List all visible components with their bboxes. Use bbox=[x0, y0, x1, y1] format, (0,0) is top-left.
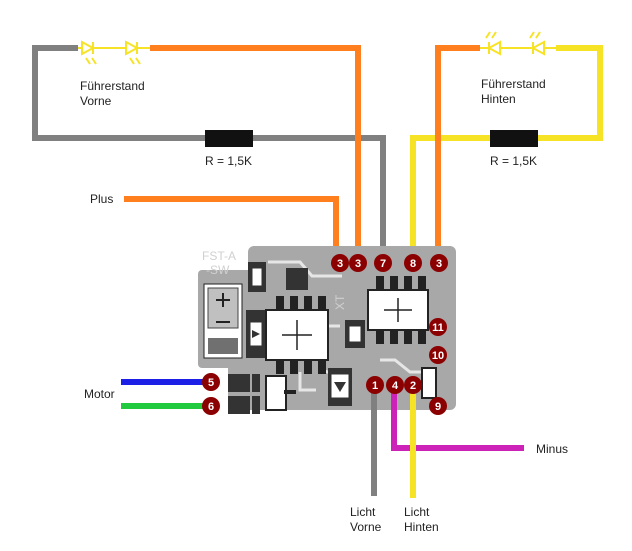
svg-text:11: 11 bbox=[432, 322, 444, 334]
resistor-rear bbox=[490, 130, 538, 147]
svg-text:8: 8 bbox=[410, 258, 416, 270]
board-xt-text: XT bbox=[333, 294, 347, 310]
pin-top-5: 3 bbox=[430, 254, 448, 272]
pin-right-2: 10 bbox=[429, 346, 447, 364]
svg-text:1: 1 bbox=[372, 380, 378, 392]
label-rear-cab-2: Hinten bbox=[481, 92, 516, 106]
label-front-cab-1: Führerstand bbox=[80, 79, 145, 93]
label-resistor-front: R = 1,5K bbox=[205, 154, 252, 168]
label-rear-cab-1: Führerstand bbox=[481, 77, 546, 91]
wire-plus bbox=[124, 196, 339, 262]
pin-top-1: 3 bbox=[331, 254, 349, 272]
label-light-front-1: Licht bbox=[350, 505, 376, 519]
wire-minus bbox=[391, 384, 524, 451]
label-front-cab-2: Vorne bbox=[80, 94, 112, 108]
svg-text:3: 3 bbox=[436, 258, 442, 270]
svg-text:7: 7 bbox=[380, 258, 386, 270]
board-name-1: FST-A bbox=[202, 249, 236, 263]
label-light-rear-2: Hinten bbox=[404, 520, 439, 534]
svg-text:4: 4 bbox=[392, 380, 399, 392]
wire-rear-orange bbox=[435, 45, 480, 262]
svg-text:3: 3 bbox=[355, 258, 361, 270]
pin-motor-1: 5 bbox=[202, 373, 220, 391]
label-minus: Minus bbox=[536, 442, 568, 456]
label-light-front-2: Vorne bbox=[350, 520, 382, 534]
led-icon bbox=[485, 31, 501, 56]
pin-motor-2: 6 bbox=[202, 397, 220, 415]
pin-bottom-1: 1 bbox=[366, 376, 384, 394]
resistor-front bbox=[205, 130, 253, 147]
pin-right-1: 11 bbox=[429, 318, 447, 336]
svg-text:2: 2 bbox=[410, 380, 416, 392]
led-icon bbox=[81, 40, 97, 65]
label-plus: Plus bbox=[90, 192, 113, 206]
svg-text:6: 6 bbox=[208, 401, 214, 413]
decoder-board: XT bbox=[198, 246, 456, 414]
svg-text:5: 5 bbox=[208, 377, 214, 389]
pin-top-4: 8 bbox=[404, 254, 422, 272]
pin-right-3: 9 bbox=[429, 397, 447, 415]
pin-bottom-3: 2 bbox=[404, 376, 422, 394]
label-resistor-rear: R = 1,5K bbox=[490, 154, 537, 168]
svg-text:9: 9 bbox=[435, 401, 441, 413]
led-icon bbox=[529, 31, 545, 56]
wire-front-orange bbox=[150, 45, 361, 262]
wire-rear-yellow-loop bbox=[410, 45, 603, 262]
wire-front-grey-loop bbox=[32, 45, 386, 262]
board-name-2: -SW bbox=[206, 263, 230, 277]
pin-top-3: 7 bbox=[374, 254, 392, 272]
svg-text:3: 3 bbox=[337, 258, 343, 270]
pin-top-2: 3 bbox=[349, 254, 367, 272]
label-light-rear-1: Licht bbox=[404, 505, 430, 519]
label-motor: Motor bbox=[84, 387, 115, 401]
pin-bottom-2: 4 bbox=[386, 376, 404, 394]
led-icon bbox=[125, 40, 141, 65]
svg-text:10: 10 bbox=[432, 350, 444, 362]
